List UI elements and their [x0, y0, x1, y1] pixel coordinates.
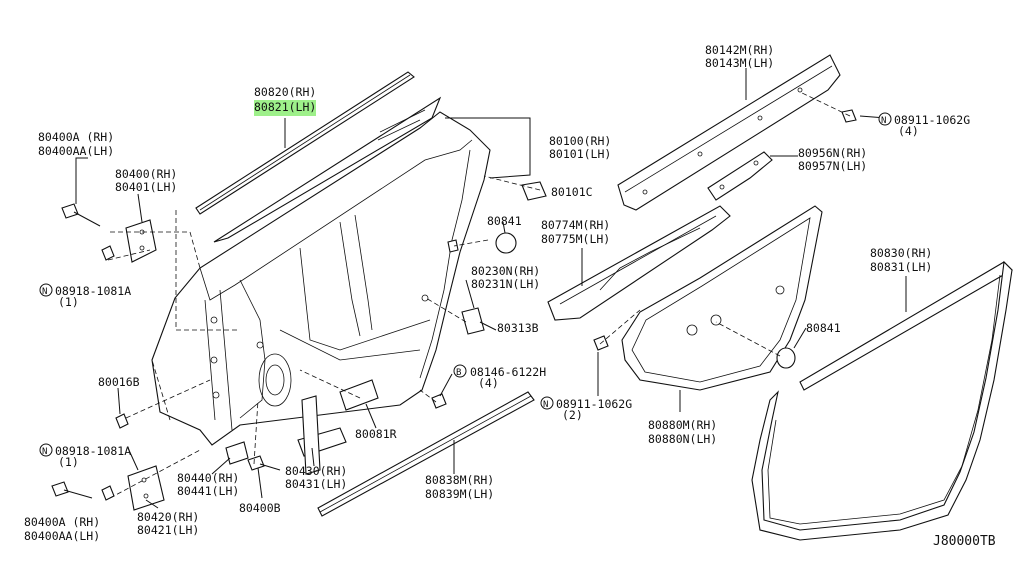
label-08911-1062g-a: 08911-1062G	[894, 113, 970, 127]
n-mark-b	[39, 283, 53, 297]
label-80831: 80831(LH)	[870, 260, 932, 274]
n-mark-d-text: N	[42, 447, 47, 457]
label-qty-1-b: (1)	[58, 455, 79, 469]
plug-80841-top	[495, 232, 517, 254]
labels: 80820(RH) 80821(LH) 80100(RH) 80101(LH) …	[24, 43, 996, 549]
label-80143m: 80143M(LH)	[705, 56, 774, 70]
bracket-80956n	[707, 151, 773, 201]
label-qty-4-b: (4)	[478, 376, 499, 390]
label-08918-1081a-a: 08918-1081A	[55, 284, 131, 298]
label-80400a-top: 80400A (RH)	[38, 130, 114, 144]
label-80142m: 80142M(RH)	[705, 43, 774, 57]
label-80101: 80101(LH)	[549, 147, 611, 161]
label-08918-1081a-b: 08918-1081A	[55, 444, 131, 458]
label-80839m: 80839M(LH)	[425, 487, 494, 501]
label-80830: 80830(RH)	[870, 246, 932, 260]
label-80841-top: 80841	[487, 214, 522, 228]
label-80081r: 80081R	[355, 427, 397, 441]
label-80775m: 80775M(LH)	[541, 232, 610, 246]
label-80880n: 80880N(LH)	[648, 432, 717, 446]
label-80313b: 80313B	[497, 321, 539, 335]
n-mark-a-text: N	[881, 116, 886, 126]
label-80400: 80400(RH)	[115, 167, 177, 181]
label-80821: 80821(LH)	[254, 100, 316, 114]
b-mark	[453, 364, 467, 378]
label-80841-right: 80841	[806, 321, 841, 335]
label-80440: 80440(RH)	[177, 471, 239, 485]
label-80820: 80820(RH)	[254, 85, 316, 99]
label-qty-2: (2)	[562, 408, 583, 422]
leader-lines	[75, 68, 907, 509]
check-link-80430	[297, 395, 347, 475]
label-80101c: 80101C	[551, 185, 593, 199]
label-80016b: 80016B	[98, 375, 140, 389]
plug-80841-right	[776, 347, 796, 369]
n-mark-b-text: N	[42, 287, 47, 297]
label-80774m: 80774M(RH)	[541, 218, 610, 232]
reinforcement-80142m	[617, 54, 841, 211]
label-80400aa-bottom: 80400AA(LH)	[24, 529, 100, 543]
seal-80880m	[621, 205, 823, 391]
weatherstrip-80830	[751, 260, 1013, 541]
label-80880m: 80880M(RH)	[648, 418, 717, 432]
label-qty-4-a: (4)	[898, 124, 919, 138]
label-80401: 80401(LH)	[115, 180, 177, 194]
label-80231n: 80231N(LH)	[471, 277, 540, 291]
label-80431: 80431(LH)	[285, 477, 347, 491]
dashed-lines	[107, 91, 851, 499]
highlight-80821	[254, 100, 316, 116]
label-80400aa-top: 80400AA(LH)	[38, 144, 114, 158]
n-mark-c-text: N	[543, 400, 548, 410]
n-mark-c	[540, 396, 554, 410]
bracket-80440	[225, 441, 249, 465]
drawing	[51, 54, 1013, 541]
label-80420: 80420(RH)	[137, 510, 199, 524]
b-mark-text: B	[456, 368, 461, 378]
lower-moulding-80838m	[317, 391, 535, 517]
label-80430: 80430(RH)	[285, 464, 347, 478]
label-80400b: 80400B	[239, 501, 281, 515]
lower-hinge-80420	[127, 465, 165, 511]
upper-hinge-80400	[125, 219, 157, 263]
diagram-id: J80000TB	[933, 534, 996, 549]
guard-80774m	[547, 205, 731, 321]
label-80421: 80421(LH)	[137, 523, 199, 537]
label-80957n: 80957N(LH)	[798, 159, 867, 173]
label-80838m: 80838M(RH)	[425, 473, 494, 487]
label-80400a-bottom: 80400A (RH)	[24, 515, 100, 529]
door-panel-80100	[151, 111, 491, 446]
sash-moulding-80820	[195, 71, 415, 215]
bracket-80101c	[521, 181, 547, 201]
label-qty-1-a: (1)	[58, 295, 79, 309]
clip-80313b	[461, 307, 485, 335]
label-80441: 80441(LH)	[177, 484, 239, 498]
label-80956n: 80956N(RH)	[798, 146, 867, 160]
label-08146-6122h: 08146-6122H	[470, 365, 546, 379]
pad-80081r	[339, 379, 379, 411]
n-mark-a	[878, 112, 892, 126]
n-mark-d	[39, 443, 53, 457]
label-08911-1062g-b: 08911-1062G	[556, 397, 632, 411]
label-80230n: 80230N(RH)	[471, 264, 540, 278]
label-80100: 80100(RH)	[549, 134, 611, 148]
